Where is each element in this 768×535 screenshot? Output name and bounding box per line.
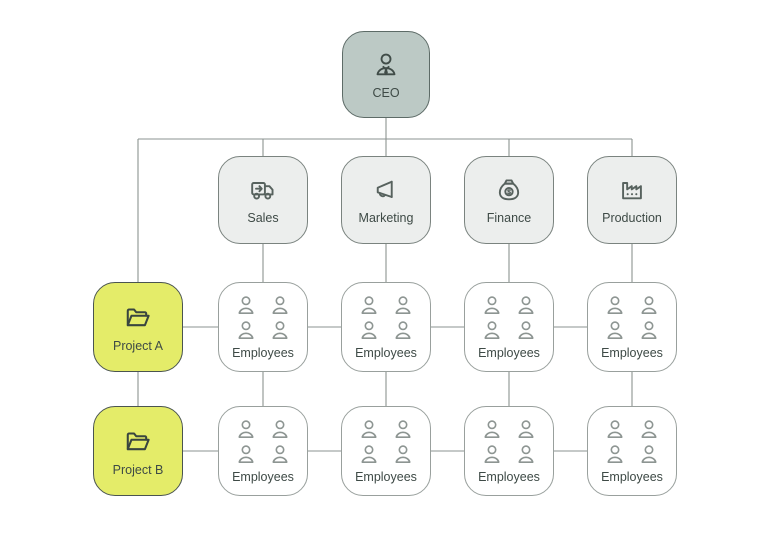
department-node-sales: Sales xyxy=(218,156,308,244)
employees-node-row1-col3: Employees xyxy=(464,282,554,372)
ceo-node: CEO xyxy=(342,31,430,118)
employees-node-row1-col1: Employees xyxy=(218,282,308,372)
people-group-icon xyxy=(233,294,293,343)
employees-label: Employees xyxy=(601,470,663,485)
svg-text:$: $ xyxy=(507,189,511,196)
employees-label: Employees xyxy=(232,470,294,485)
department-node-production: Production xyxy=(587,156,677,244)
project-a-node: Project A xyxy=(93,282,183,372)
people-group-icon xyxy=(356,418,416,467)
people-group-icon xyxy=(356,294,416,343)
employees-node-row2-col2: Employees xyxy=(341,406,431,496)
employees-label: Employees xyxy=(478,346,540,361)
people-group-icon xyxy=(233,418,293,467)
employees-node-row1-col4: Employees xyxy=(587,282,677,372)
people-group-icon xyxy=(602,418,662,467)
project-b-node: Project B xyxy=(93,406,183,496)
employees-label: Employees xyxy=(478,470,540,485)
delivery-truck-icon xyxy=(247,176,279,207)
megaphone-icon xyxy=(370,176,402,207)
department-label: Sales xyxy=(247,210,279,225)
ceo-label: CEO xyxy=(372,86,400,100)
employees-label: Employees xyxy=(232,346,294,361)
people-group-icon xyxy=(479,294,539,343)
open-folder-icon xyxy=(121,302,155,335)
department-node-marketing: Marketing xyxy=(341,156,431,244)
person-tie-icon xyxy=(371,50,401,83)
department-node-finance: $ Finance xyxy=(464,156,554,244)
project-label: Project A xyxy=(112,338,164,353)
money-bag-dollar-icon: $ xyxy=(493,176,525,207)
employees-node-row2-col3: Employees xyxy=(464,406,554,496)
factory-icon xyxy=(616,176,648,207)
department-label: Finance xyxy=(486,210,532,225)
open-folder-icon xyxy=(121,426,155,459)
department-label: Marketing xyxy=(358,210,414,225)
people-group-icon xyxy=(479,418,539,467)
employees-node-row2-col1: Employees xyxy=(218,406,308,496)
department-label: Production xyxy=(602,210,662,225)
people-group-icon xyxy=(602,294,662,343)
employees-label: Employees xyxy=(601,346,663,361)
project-label: Project B xyxy=(112,462,164,477)
employees-node-row2-col4: Employees xyxy=(587,406,677,496)
employees-label: Employees xyxy=(355,470,417,485)
employees-label: Employees xyxy=(355,346,417,361)
employees-node-row1-col2: Employees xyxy=(341,282,431,372)
